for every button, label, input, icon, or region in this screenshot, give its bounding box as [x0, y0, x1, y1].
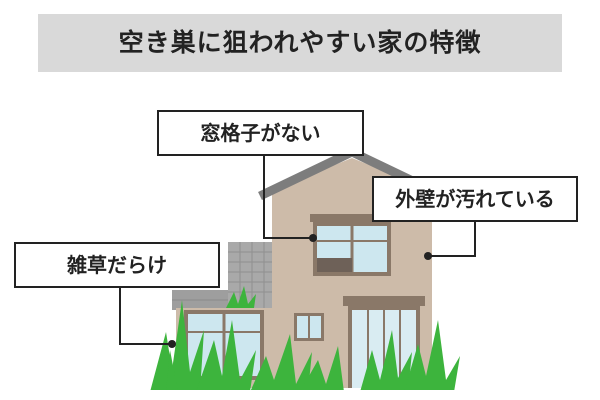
lower-left-window — [294, 313, 324, 341]
callout-dirty-exterior-wall: 外壁が汚れている — [372, 176, 578, 222]
callout-no-window-grille: 窓格子がない — [157, 110, 364, 156]
ground — [140, 390, 470, 400]
dot-weeds — [168, 340, 176, 348]
title-bar: 空き巣に狙われやすい家の特徴 — [38, 14, 562, 72]
leader-dots — [168, 234, 432, 348]
annex-tiled-roof — [172, 242, 274, 310]
diagram-title: 空き巣に狙われやすい家の特徴 — [118, 28, 482, 57]
dot-window — [309, 234, 317, 242]
leader-lines — [119, 156, 476, 345]
dot-wall — [424, 252, 432, 260]
weeds — [150, 286, 460, 392]
leader-weeds — [119, 288, 172, 345]
callout-overgrown-weeds: 雑草だらけ — [14, 242, 220, 288]
leader-window — [263, 156, 313, 239]
upper-window — [310, 214, 394, 276]
leader-wall — [428, 222, 476, 257]
